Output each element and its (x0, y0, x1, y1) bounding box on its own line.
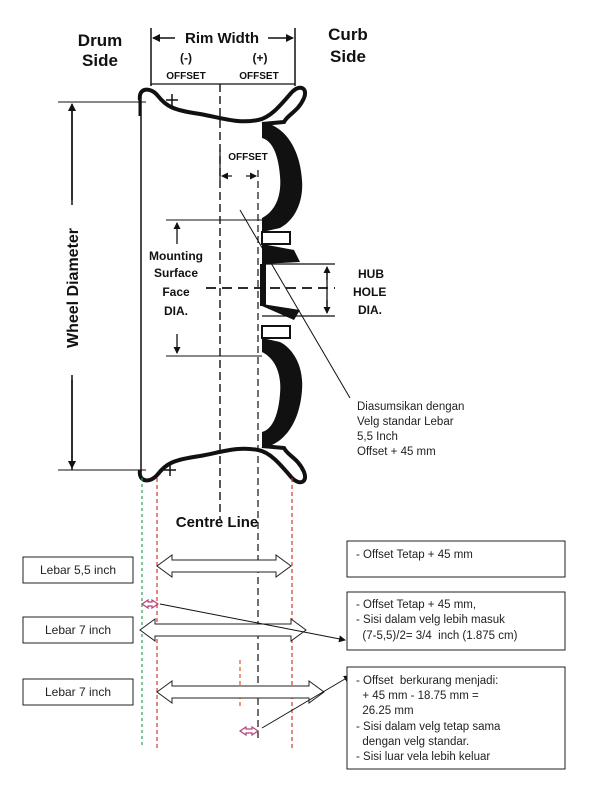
row3-note-3: 26.25 mm (356, 705, 414, 717)
offset-mid-label: OFFSET (228, 152, 267, 163)
row1-notes-box (346, 540, 566, 578)
centre-line-label: Centre Line (176, 514, 259, 531)
hub-label-2: HOLE (353, 285, 386, 299)
row2-double-arrow (139, 618, 307, 642)
wheel-profile (137, 85, 335, 485)
wheel-diameter-label: Wheel Diameter (65, 228, 82, 348)
rim-width-label: Rim Width (185, 30, 259, 47)
row2-note-2: - Sisi dalam velg lebih masuk (356, 614, 505, 626)
assumption-line-4: Offset + 45 mm (357, 446, 436, 458)
plus-label: (+) (253, 51, 268, 65)
row3-note-6: - Sisi luar vela lebih keluar (356, 751, 490, 763)
drum-side-label: Drum (78, 31, 122, 50)
row3-note-4: - Sisi dalam velg tetap sama (356, 721, 501, 733)
row2-note-1: - Offset Tetap + 45 mm, (356, 599, 476, 611)
assumption-line-1: Diasumsikan dengan (357, 401, 464, 413)
row2-label: Lebar 7 inch (45, 623, 111, 637)
row2-notes-box (346, 591, 566, 651)
curb-side-label-2: Side (330, 47, 366, 66)
mounting-label-4: DIA. (164, 304, 188, 318)
drum-side-label-2: Side (82, 51, 118, 70)
row3-notes-box (346, 666, 566, 770)
assumption-line-3: 5,5 Inch (357, 431, 398, 443)
row1-label-box (22, 556, 134, 584)
offset-right-label: OFFSET (239, 71, 278, 82)
row1-label: Lebar 5,5 inch (40, 563, 116, 577)
row3-label: Lebar 7 inch (45, 685, 111, 699)
row3-note-5: dengan velg standar. (356, 736, 469, 748)
row3-note-2: + 45 mm - 18.75 mm = (356, 690, 479, 702)
row3-note-1: - Offset berkurang menjadi: (356, 675, 498, 687)
row1-note-1: - Offset Tetap + 45 mm (356, 549, 473, 561)
minus-label: (-) (180, 51, 192, 65)
assumption-line-2: Velg standar Lebar (357, 416, 454, 428)
row2-note-3: (7-5,5)/2= 3/4 inch (1.875 cm) (356, 630, 518, 642)
hub-label-1: HUB (358, 267, 384, 281)
mounting-label-3: Face (162, 285, 190, 299)
row1-double-arrow (156, 554, 292, 578)
hub-label-3: DIA. (358, 303, 382, 317)
row2-label-box (22, 616, 134, 644)
curb-side-label: Curb (328, 25, 368, 44)
row3-label-box (22, 678, 134, 706)
offset-left-label: OFFSET (166, 71, 205, 82)
mounting-label-2: Surface (154, 266, 198, 280)
mounting-label-1: Mounting (149, 249, 203, 263)
row3-double-arrow (156, 680, 325, 704)
